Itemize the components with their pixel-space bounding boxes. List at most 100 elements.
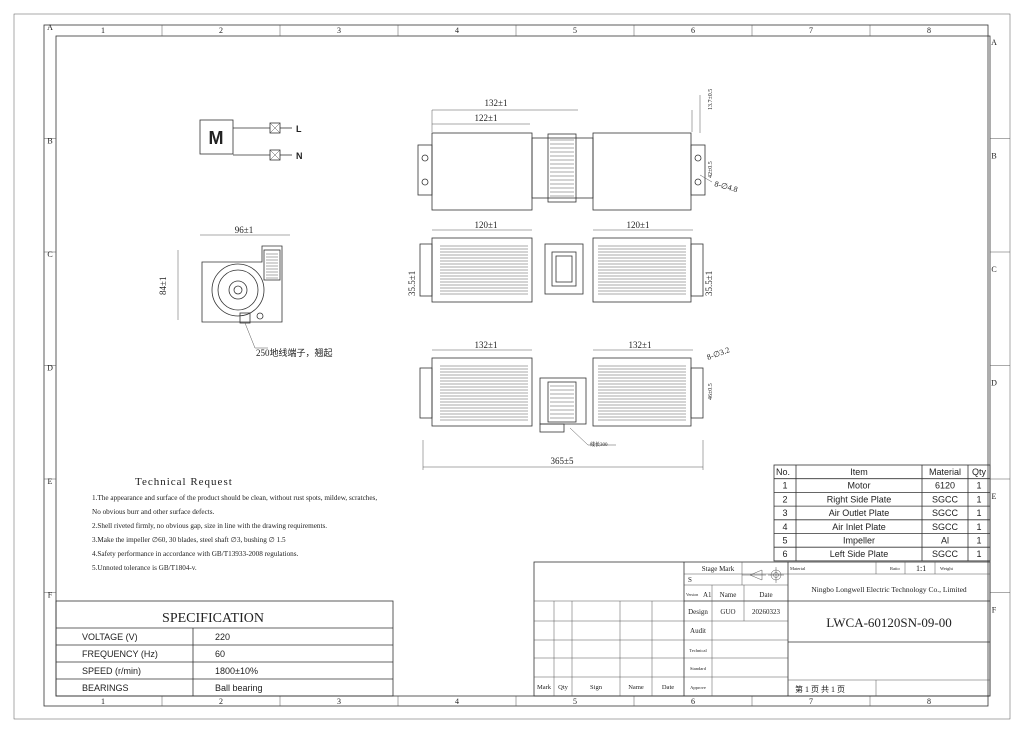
dim-mid-height-left: 35.5±1 [407,271,417,296]
tech-line: 4.Safety performance in accordance with … [92,550,299,558]
drawing-border [55,35,991,697]
zone-column-bottom: 3 [337,697,341,706]
tech-line: 3.Make the impeller ∅60, 30 blades, stee… [92,536,286,544]
bom-header: Item [850,467,868,477]
dim-mid-left: 120±1 [475,220,498,230]
zone-column-top: 7 [809,26,813,35]
revision-header: Name [628,684,644,691]
wiring-diagram: M L N [199,119,303,161]
middle-view: 120±1 120±1 35.5±1 35.5±1 [407,220,714,303]
zone-column-bottom: 6 [691,697,695,706]
bom-header: Material [929,467,961,477]
dim-bot-side: 46±0.5 [708,383,714,400]
version-label: Version [686,592,698,597]
spec-label: FREQUENCY (Hz) [82,649,158,659]
bom-cell: 1 [976,494,981,504]
zone-column-top: 2 [219,26,223,35]
bom-cell: 5 [782,536,787,546]
inner-frame [43,24,989,707]
zone-row-right: B [991,151,996,160]
zone-column-top: 5 [573,26,577,35]
spec-label: BEARINGS [82,683,129,693]
bom-cell: SGCC [932,494,959,504]
terminal-note: 250地线端子，翘起 [256,347,333,358]
sheet-number: 第 1 页 共 1 页 [795,684,845,694]
spec-value: 60 [215,649,225,659]
zone-column-top: 6 [691,26,695,35]
standard-label: Standard [690,666,707,671]
bom-cell: 3 [782,508,787,518]
top-view: 132±1 122±1 13.7±0.5 42±0.5 8-∅4.8 [417,89,739,211]
bom-cell: 2 [782,494,787,504]
approve-label: Approve [690,685,706,690]
bom-cell: 1 [976,481,981,491]
spec-label: SPEED (r/min) [82,666,141,676]
zone-row-left: F [48,590,53,599]
zone-row-right: F [992,605,997,614]
zone-column-top: 4 [455,26,459,35]
tech-line: No obvious burr and other surface defect… [92,508,215,516]
bom-cell: Air Outlet Plate [829,508,890,518]
drawing-number: LWCA-60120SN-09-00 [826,615,951,630]
designer-name: GUO [720,608,735,616]
weight-label: Weight [940,566,954,571]
bottom-view: 132±1 132±1 线长300 8-∅3.2 46±0.5 365±5 [419,340,731,470]
tech-line: 5.Unnoted tolerance is GB/T1804-v. [92,564,197,572]
technical-label: Technical [689,648,707,653]
dim-bot-left: 132±1 [475,340,498,350]
tech-line: 1.The appearance and surface of the prod… [92,494,377,502]
side-view: 96±1 84±1 250地线端子，翘起 [158,225,333,358]
zone-column-top: 3 [337,26,341,35]
tech-line: 2.Shell riveted firmly, no obvious gap, … [92,522,327,530]
stage-mark-label: Stage Mark [702,565,735,573]
zone-column-bottom: 2 [219,697,223,706]
dim-side-height: 84±1 [158,277,168,295]
zone-row-right: D [991,378,997,387]
zone-row-right: C [991,265,996,274]
dim-hole-top: 8-∅4.8 [713,179,738,194]
bom-cell: 6 [782,549,787,559]
zone-row-left: C [47,250,52,259]
design-date: 20260323 [752,608,781,616]
revision-header: Qty [558,684,569,691]
revision-header: Sign [590,684,603,691]
revision-header: Date [662,684,674,691]
zone-column-bottom: 8 [927,697,931,706]
bom-cell: Impeller [843,536,875,546]
tech-title: Technical Request [135,476,233,488]
zone-column-bottom: 7 [809,697,813,706]
dim-top-inner: 122±1 [475,113,498,123]
technical-request: Technical Request 1.The appearance and s… [92,476,377,572]
zone-column-bottom: 4 [455,697,459,706]
ratio-label: Ratio [890,566,900,571]
zone-row-left: D [47,363,53,372]
zone-column-top: 8 [927,26,931,35]
bom-cell: Right Side Plate [827,494,892,504]
stage-s: S [688,576,692,584]
bom-cell: SGCC [932,549,959,559]
cable-note: 线长300 [590,441,608,448]
design-label: Design [688,608,708,616]
bom-cell: 4 [782,522,787,532]
zone-row-left: E [48,477,53,486]
neutral-terminal-label: N [296,151,303,161]
zone-row-right: A [991,38,997,47]
material-label: Material [790,566,806,571]
spec-value: 1800±10% [215,666,258,676]
bom-cell: SGCC [932,508,959,518]
dim-overall: 365±5 [551,456,574,466]
projection-symbol [742,567,784,583]
zone-column-top: 1 [101,26,105,35]
line-terminal-label: L [296,124,302,134]
bom-cell: Motor [847,481,870,491]
bom-cell: 1 [976,536,981,546]
date-header: Date [759,591,772,599]
spec-value: 220 [215,632,230,642]
zone-row-right: E [992,492,997,501]
zone-row-left: B [47,136,52,145]
